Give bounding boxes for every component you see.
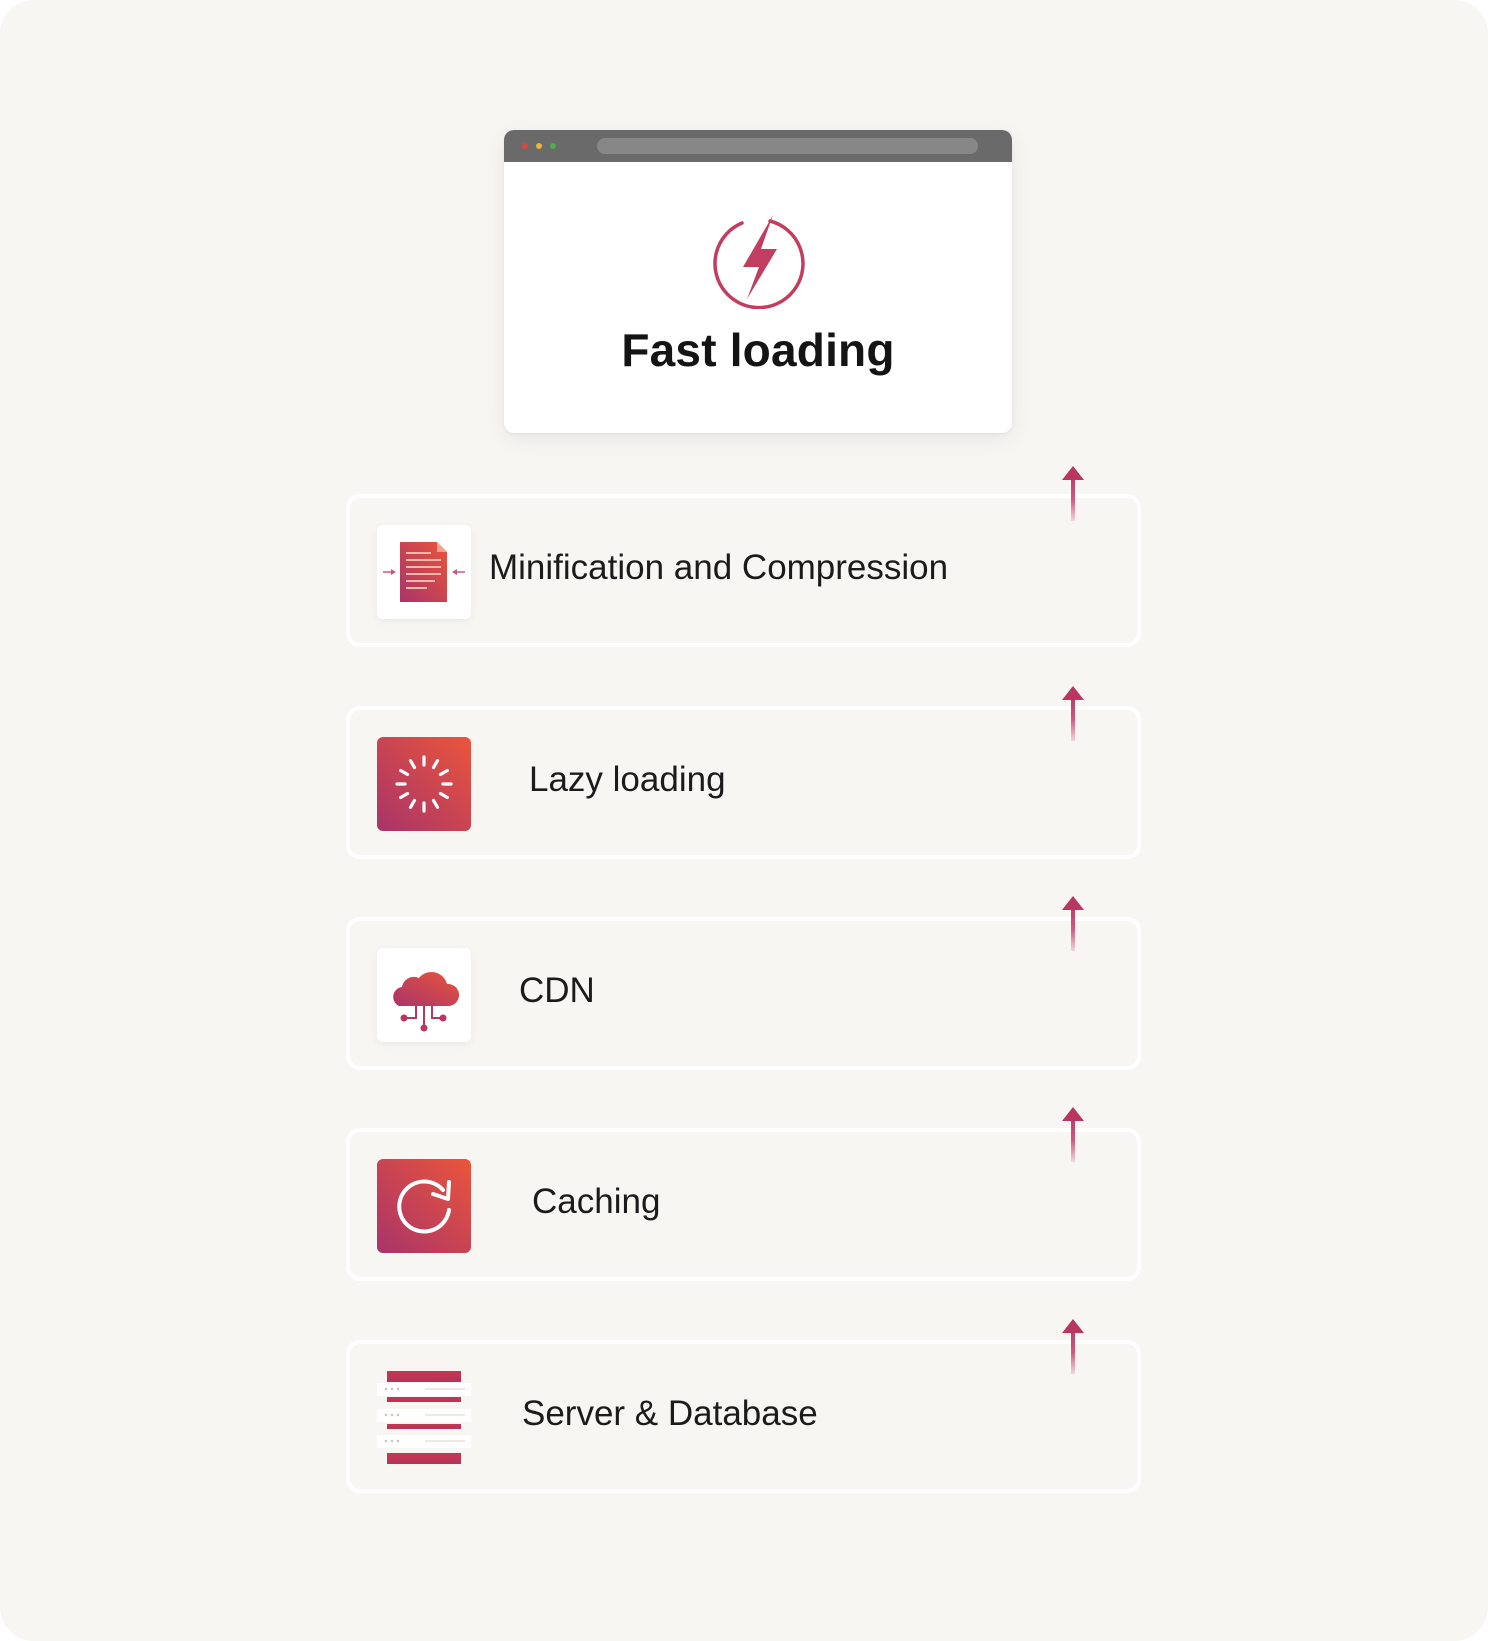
spinner-tick xyxy=(408,759,417,770)
layer-label: Server & Database xyxy=(522,1394,818,1433)
cloud-network-icon xyxy=(393,971,460,1032)
minification-icon-tile xyxy=(377,525,471,619)
server-stack-icon xyxy=(377,1371,471,1464)
browser-toolbar xyxy=(504,130,1012,162)
browser-window: Fast loading xyxy=(504,130,1012,433)
layer-minification: Minification and Compression xyxy=(346,494,1141,647)
server-icon-tile xyxy=(377,1371,471,1465)
caching-icon-tile xyxy=(377,1159,471,1253)
spinner-tick xyxy=(399,791,410,800)
spinner-tick xyxy=(431,798,440,809)
up-arrow-icon xyxy=(1062,686,1084,741)
lazy-loading-icon-tile xyxy=(377,737,471,831)
cdn-icon-tile xyxy=(377,948,471,1042)
up-arrow-icon xyxy=(1062,1319,1084,1374)
layer-cdn: CDN xyxy=(346,917,1141,1070)
address-bar xyxy=(597,138,978,154)
minimize-dot xyxy=(536,143,542,149)
maximize-dot xyxy=(550,143,556,149)
up-arrow-icon xyxy=(1062,1107,1084,1162)
compressed-document-icon xyxy=(383,542,465,602)
layer-label: Caching xyxy=(532,1182,661,1221)
spinner-tick xyxy=(431,759,440,770)
lightning-bolt-icon xyxy=(713,215,805,309)
layer-label: CDN xyxy=(519,971,595,1010)
close-dot xyxy=(522,143,528,149)
spinner-tick xyxy=(438,768,449,777)
up-arrow-icon xyxy=(1062,896,1084,951)
layer-label: Minification and Compression xyxy=(489,548,949,587)
spinner-tick xyxy=(399,768,410,777)
up-arrow-icon xyxy=(1062,466,1084,521)
refresh-icon xyxy=(397,1179,451,1234)
layer-server-database: Server & Database xyxy=(346,1340,1141,1493)
layer-caching: Caching xyxy=(346,1128,1141,1281)
spinner-tick xyxy=(438,791,449,800)
page-title: Fast loading xyxy=(621,324,895,376)
layer-lazy-loading: Lazy loading xyxy=(346,706,1141,859)
spinner-tick xyxy=(408,798,417,809)
loading-spinner-icon xyxy=(395,755,453,813)
layer-label: Lazy loading xyxy=(529,760,726,799)
